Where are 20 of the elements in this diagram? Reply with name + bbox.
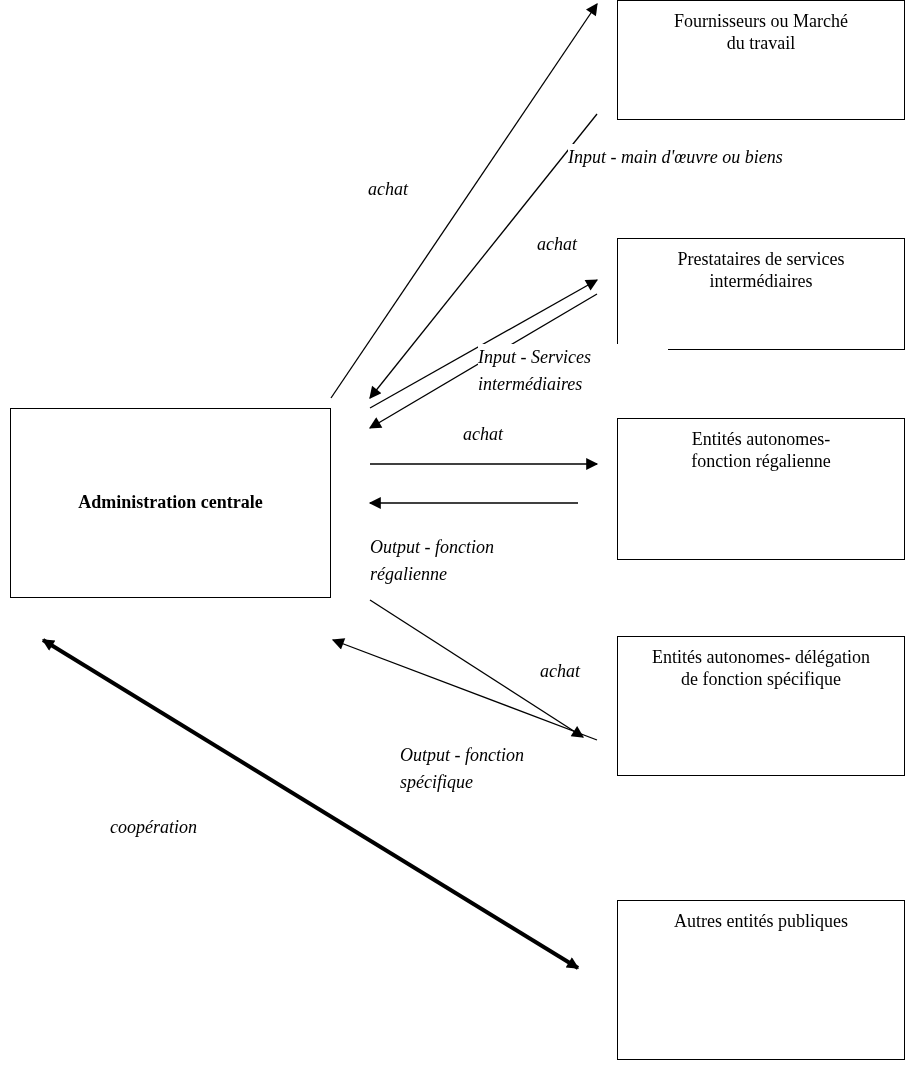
- arrow: [369, 458, 599, 470]
- node-label: Autres entités publiques: [674, 911, 848, 933]
- process-box: [617, 418, 905, 560]
- arrow: [369, 599, 584, 738]
- node-label: Entités autonomes- délégation de fonction spécifique: [651, 647, 871, 691]
- arrow: [369, 279, 599, 409]
- process-box: [10, 408, 331, 598]
- node-label: Entités autonomes- fonction régalienne: [690, 429, 832, 473]
- arrow: [331, 638, 598, 741]
- arrow: [369, 113, 598, 399]
- arrow: [368, 497, 579, 509]
- node-label: Administration centrale: [78, 492, 263, 514]
- arrow: [330, 3, 598, 399]
- process-box: [617, 0, 905, 120]
- node-label: Prestataires de services intermédiaires: [676, 249, 846, 293]
- process-box: [617, 636, 905, 776]
- arrow: [41, 638, 580, 970]
- process-box: [617, 900, 905, 1060]
- process-box: [617, 238, 905, 350]
- node-label: Fournisseurs ou Marché du travail: [673, 11, 849, 55]
